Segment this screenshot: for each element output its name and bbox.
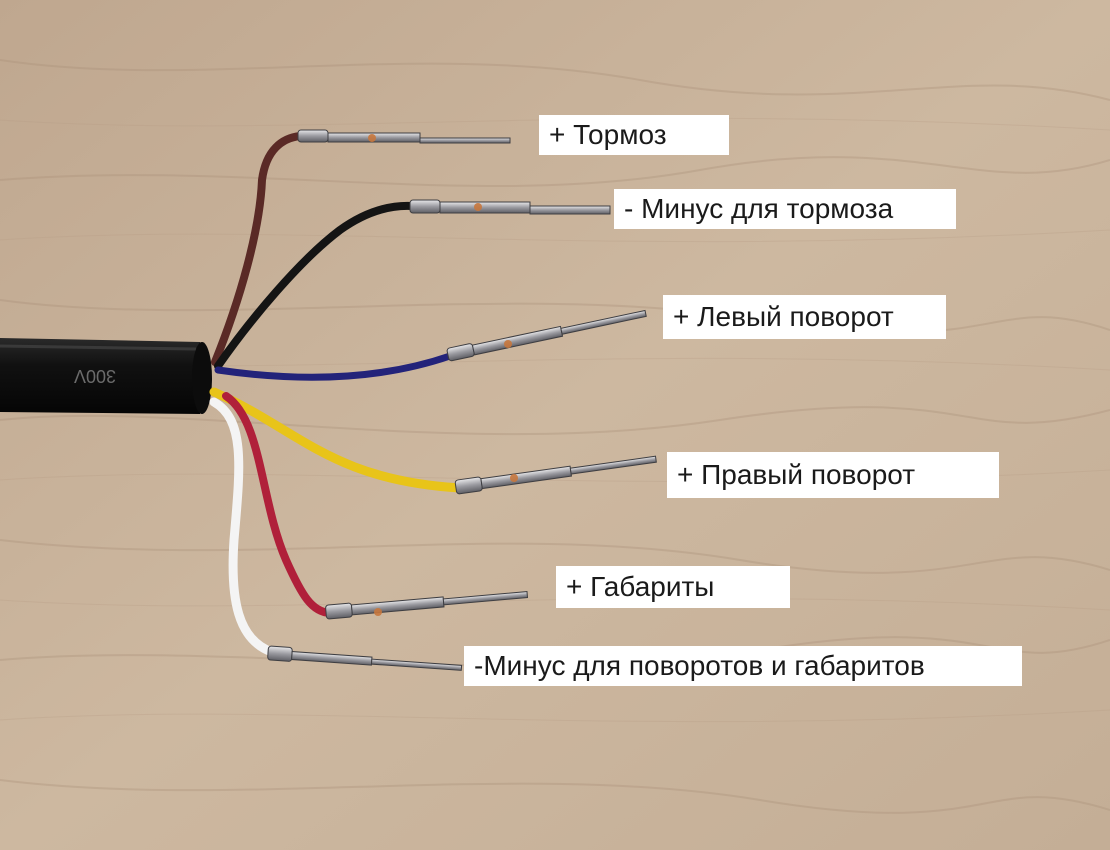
label-brake-minus: - Минус для тормоза xyxy=(614,189,956,229)
terminal-left-turn xyxy=(446,309,647,362)
blue-wire xyxy=(214,352,454,381)
black-wire xyxy=(214,201,416,370)
brown-wire xyxy=(211,132,304,366)
terminal-brake-minus xyxy=(409,199,611,215)
cable-marking: 300V xyxy=(74,366,116,386)
red-wire xyxy=(222,392,334,617)
copper-crimps xyxy=(368,134,518,616)
terminal-right-turn xyxy=(454,455,657,495)
label-common-minus: -Минус для поворотов и габаритов xyxy=(464,646,1022,686)
label-left-turn: + Левый поворот xyxy=(663,295,946,339)
label-brake: + Тормоз xyxy=(539,115,729,155)
yellow-wire xyxy=(209,387,465,493)
terminal-common-minus xyxy=(267,645,463,671)
wires xyxy=(209,132,465,657)
label-right-turn: + Правый поворот xyxy=(667,452,999,498)
cable: 300V xyxy=(0,338,212,414)
white-wire xyxy=(209,397,277,657)
label-clearance: + Габариты xyxy=(556,566,790,608)
